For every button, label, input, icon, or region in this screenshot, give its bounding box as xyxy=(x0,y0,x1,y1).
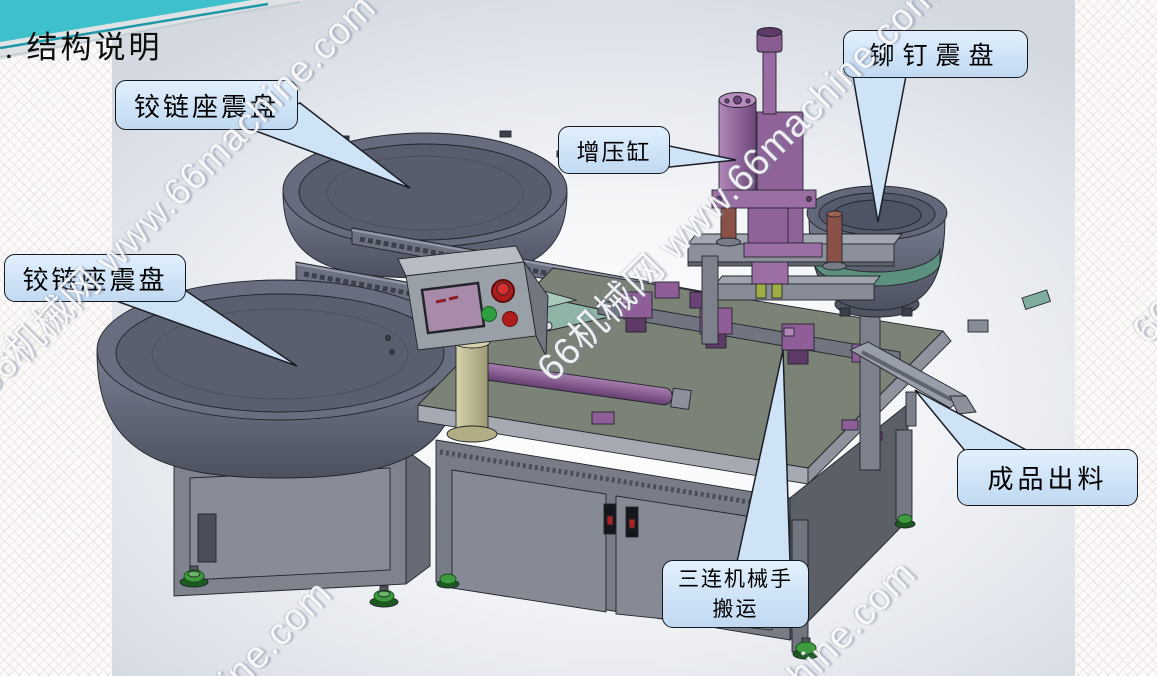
leveling-foot xyxy=(436,573,460,589)
control-panel xyxy=(397,245,549,443)
leveling-foot xyxy=(179,565,209,588)
press-station xyxy=(687,27,903,345)
console-post xyxy=(455,341,489,435)
discharge-chute xyxy=(849,341,977,427)
callout-hinge-seat-bowl-upper: 铰链座震盘 xyxy=(115,80,298,130)
leveling-foot xyxy=(894,514,916,529)
guide-rod xyxy=(822,210,847,271)
booster-cylinder-assembly xyxy=(711,27,823,299)
leveling-foot xyxy=(792,637,820,660)
page-title: . 结构说明 xyxy=(5,30,163,65)
callout-finished-discharge: 成品出料 xyxy=(957,449,1138,506)
callout-hinge-seat-bowl-lower: 铰链座震盘 xyxy=(4,254,186,302)
callout-label-line2: 搬运 xyxy=(712,597,759,621)
callout-rivet-bowl: 铆钉震盘 xyxy=(843,30,1028,78)
callout-booster-cylinder: 增压缸 xyxy=(558,126,670,174)
callout-label: 铰链座震盘 xyxy=(22,265,168,295)
callout-tail xyxy=(914,389,1031,453)
start-button xyxy=(481,306,497,322)
callout-label: 铰链座震盘 xyxy=(133,92,279,122)
corner-swoosh-decoration xyxy=(0,0,305,60)
stop-button xyxy=(502,311,518,327)
callout-label: 成品出料 xyxy=(987,465,1108,494)
callout-label: 增压缸 xyxy=(576,140,652,165)
leveling-foot xyxy=(369,585,399,608)
callout-label-line1: 三连机械手 xyxy=(678,566,793,591)
hmi-screen xyxy=(420,281,486,335)
callout-label: 铆钉震盘 xyxy=(869,43,1002,70)
callout-triple-manipulator: 三连机械手 搬运 xyxy=(662,560,809,628)
emergency-stop-button xyxy=(491,279,515,303)
